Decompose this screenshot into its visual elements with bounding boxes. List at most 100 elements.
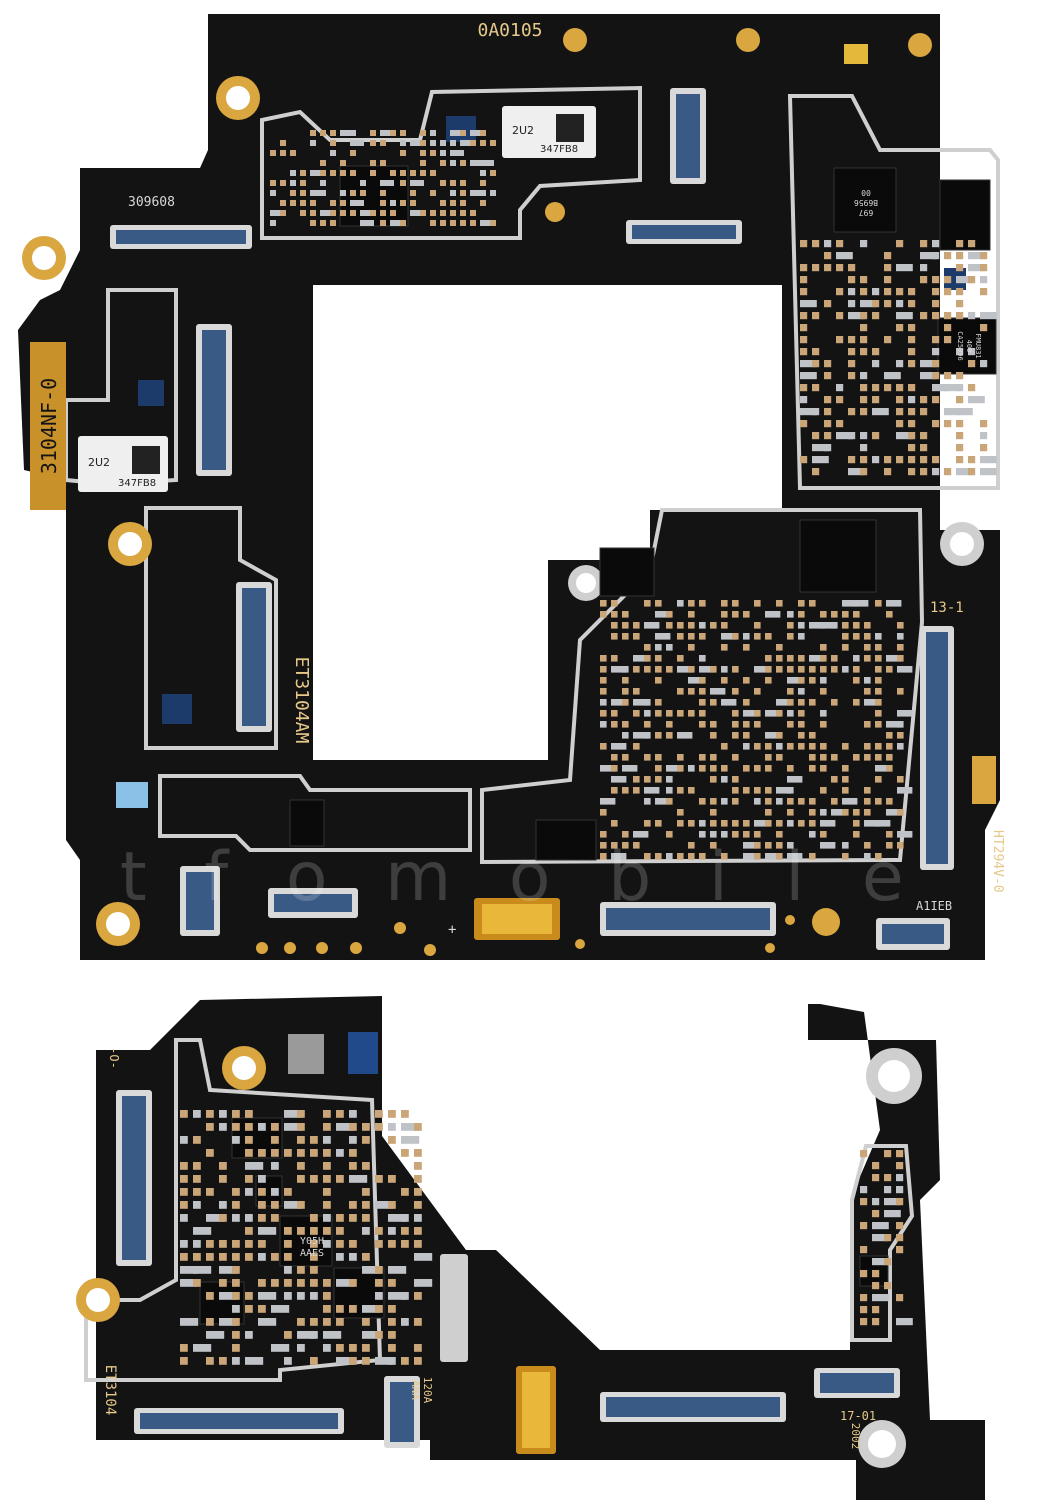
component-pad [362,1331,381,1339]
component-pad [390,170,396,176]
component-pad [956,300,964,308]
component-pad [340,200,346,206]
component-pad [812,264,820,272]
component-pad [401,1214,409,1222]
component-pad [721,820,728,827]
component-pad [699,633,706,640]
component-pad [721,677,728,684]
component-pad [180,1110,188,1118]
component-pad [897,732,904,739]
component-pad [677,655,684,662]
component-pad [710,809,717,816]
component-pad [320,180,326,186]
component-pad [430,150,436,156]
component-pad [420,210,426,216]
component-pad [297,1318,305,1326]
component-pad [666,787,673,794]
component-pad [349,1279,357,1287]
component-pad [430,210,436,216]
component-pad [896,1294,904,1302]
component-pad [290,200,296,206]
component-pad [290,180,296,186]
component-pad [968,276,976,284]
component-pad [388,1305,396,1313]
component-pad [765,754,772,761]
component-pad [776,644,783,651]
component-pad [798,666,805,673]
component-pad [732,732,739,739]
component-pad [754,798,761,805]
component-pad [699,820,706,827]
component-pad [414,1201,422,1209]
component-pad [336,1175,344,1183]
component-pad [410,200,416,206]
component-pad [897,787,913,794]
component-pad [956,408,973,416]
component-pad [896,408,904,416]
component-pad [809,798,816,805]
component-pad [710,754,717,761]
component-pad [765,787,772,794]
component-pad [284,1266,292,1274]
component-pad [688,688,695,695]
component-pad [666,765,682,772]
component-pad [831,798,838,805]
component-pad [219,1357,227,1365]
component-pad [219,1318,238,1326]
label-2002: 2002 [849,1423,862,1450]
component-pad [956,240,964,248]
component-pad [323,1162,331,1170]
component-pad [390,200,396,206]
component-pad [896,432,913,440]
component-pad [388,1201,396,1209]
component-pad [401,1149,409,1157]
component-pad [908,396,916,404]
component-pad [410,170,416,176]
component-pad [776,666,783,673]
component-pad [932,240,940,248]
component-pad [677,688,684,695]
component-pad [884,300,892,308]
component-pad [872,348,880,356]
component-pad [896,420,904,428]
component-pad [787,666,794,673]
component-pad [824,360,832,368]
component-pad [666,710,673,717]
component-pad [271,1344,290,1352]
component-pad [480,170,486,176]
component-pad [836,432,853,440]
component-pad [245,1214,253,1222]
component-pad [765,798,772,805]
component-pad [300,210,306,216]
component-pad [836,336,844,344]
component-pad [480,160,494,166]
component-pad [677,600,684,607]
component-pad [349,1123,357,1131]
component-pad [245,1162,264,1170]
component-pad [430,170,436,176]
component-pad [710,666,717,673]
component-pad [853,809,860,816]
component-pad [872,1210,880,1218]
component-pad [655,853,662,860]
component-pad [370,210,376,216]
component-pad [968,264,985,272]
component-pad [297,1162,305,1170]
component-pad [842,633,849,640]
component-pad [860,444,868,452]
component-pad [800,324,808,332]
component-pad [848,372,856,380]
component-pad [897,743,904,750]
component-pad [872,384,880,392]
component-pad [956,372,964,380]
component-pad [884,384,892,392]
component-pad [812,408,820,416]
component-pad [831,622,838,629]
component-pad [721,666,728,673]
component-pad [872,1282,880,1290]
component-pad [896,288,904,296]
component-pad [600,655,607,662]
component-pad [336,1240,344,1248]
component-pad [944,468,952,476]
component-pad [710,842,717,849]
